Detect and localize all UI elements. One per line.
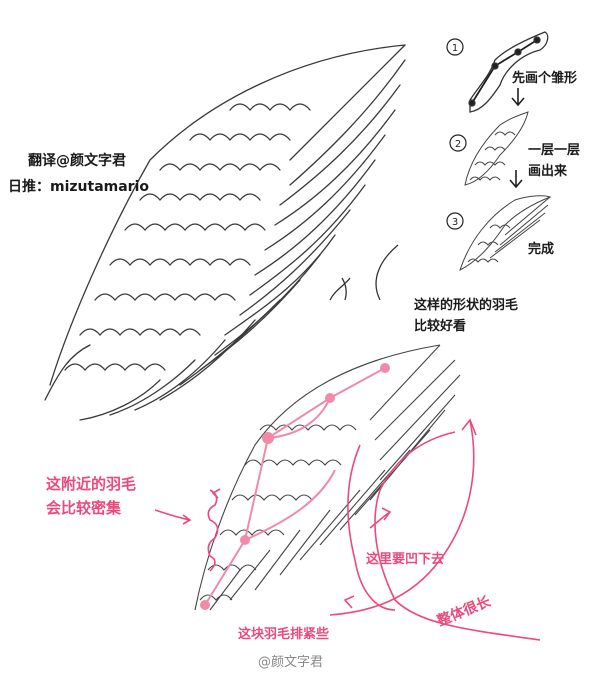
step3-sketch <box>459 195 552 271</box>
shape-note-line1: 这样的形状的羽毛 <box>414 298 519 313</box>
step1-number: 1 <box>452 43 458 54</box>
step2-number: 2 <box>455 139 461 150</box>
watermark: @颜文字君 <box>258 655 324 670</box>
step1-sketch <box>468 31 549 113</box>
shape-note-line2: 比较好看 <box>414 319 467 334</box>
step2-caption-line2: 画出来 <box>528 164 568 179</box>
credit-japan-handle: 日推：mizutamario <box>8 179 149 195</box>
step3-number: 3 <box>452 217 458 228</box>
step1-caption: 先画个雏形 <box>512 71 578 86</box>
pink-guide-lines <box>200 363 390 610</box>
step2-sketch <box>464 111 529 186</box>
annotation-concave: 这里要凹下去 <box>366 552 445 567</box>
step-arrows <box>509 88 525 189</box>
credit-translator: 翻译@颜文字君 <box>28 153 126 169</box>
step3-caption: 完成 <box>528 242 555 257</box>
annotation-dense-line1: 这附近的羽毛 <box>46 475 137 493</box>
feather-shape-examples <box>329 244 399 301</box>
pink-annotation-curves <box>154 418 541 641</box>
step2-caption-line1: 一层一层 <box>528 143 581 158</box>
large-wing-drawing <box>44 44 406 421</box>
annotation-dense-line2: 会比较密集 <box>46 499 122 517</box>
small-wing-drawing <box>194 344 461 611</box>
step-number-circles <box>446 38 467 230</box>
annotation-tight: 这块羽毛排紧些 <box>238 627 330 642</box>
